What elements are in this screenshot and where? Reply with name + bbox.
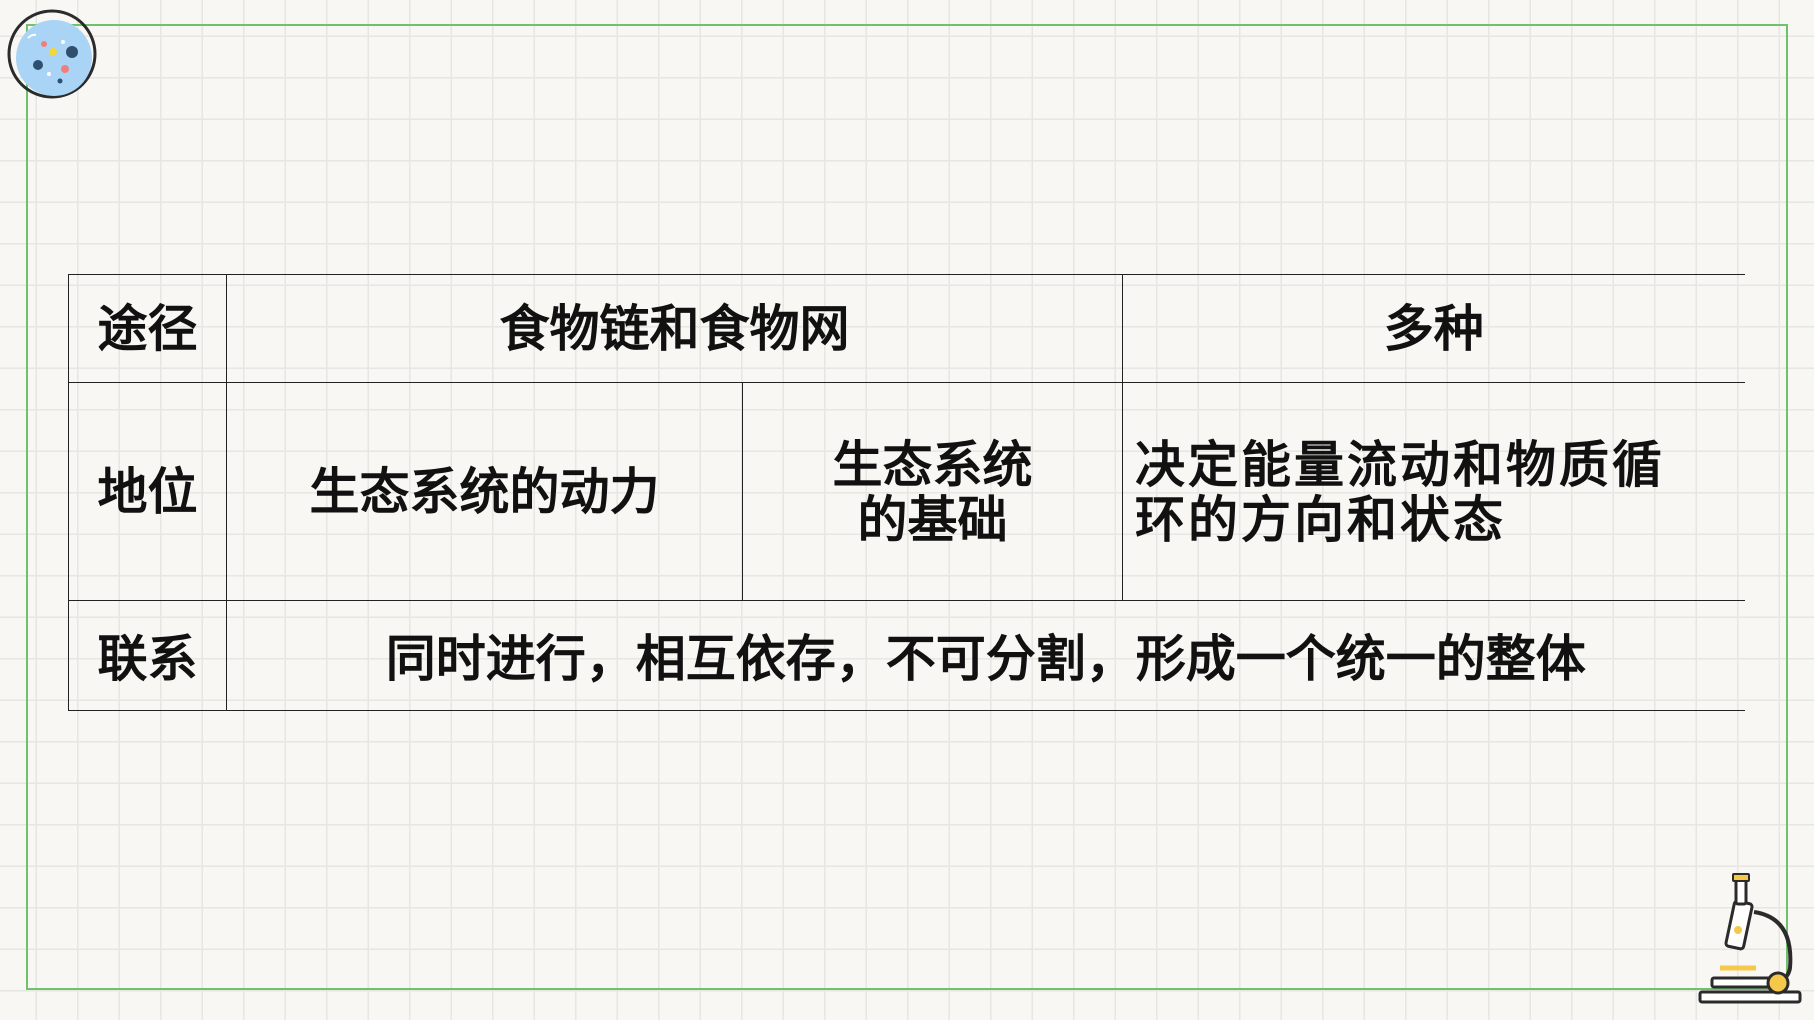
cell-path-matter: 多种: [1122, 274, 1745, 383]
energy-matter-comparison-table: 途径 食物链和食物网 多种 地位 生态系统的动力 生态系统 的基础 决定能量流动…: [68, 274, 1745, 711]
row-label-relation: 联系: [68, 600, 227, 711]
table-row-relation: 联系 同时进行，相互依存，不可分割，形成一个统一的整体: [68, 600, 1745, 711]
cell-position-relation: 决定能量流动和物质循 环的方向和状态: [1122, 382, 1745, 601]
table-row-position: 地位 生态系统的动力 生态系统 的基础 决定能量流动和物质循 环的方向和状态: [68, 382, 1745, 601]
row-label-path: 途径: [68, 274, 227, 383]
page-frame: [26, 24, 1788, 990]
cell-position-matter-line2: 的基础: [857, 489, 1008, 549]
cell-position-matter-line1: 生态系统: [832, 434, 1033, 494]
cell-position-relation-line2: 环的方向和状态: [1135, 489, 1506, 549]
cell-relation-value: 同时进行，相互依存，不可分割，形成一个统一的整体: [226, 600, 1745, 711]
table-row-path: 途径 食物链和食物网 多种: [68, 274, 1745, 383]
cell-path-energy: 食物链和食物网: [226, 274, 1123, 383]
cell-position-matter: 生态系统 的基础: [742, 382, 1123, 601]
row-label-position: 地位: [68, 382, 227, 601]
cell-position-energy: 生态系统的动力: [226, 382, 743, 601]
science-badge-icon: [7, 9, 97, 99]
microscope-icon: [1698, 873, 1802, 1004]
cell-position-relation-line1: 决定能量流动和物质循: [1135, 434, 1665, 494]
